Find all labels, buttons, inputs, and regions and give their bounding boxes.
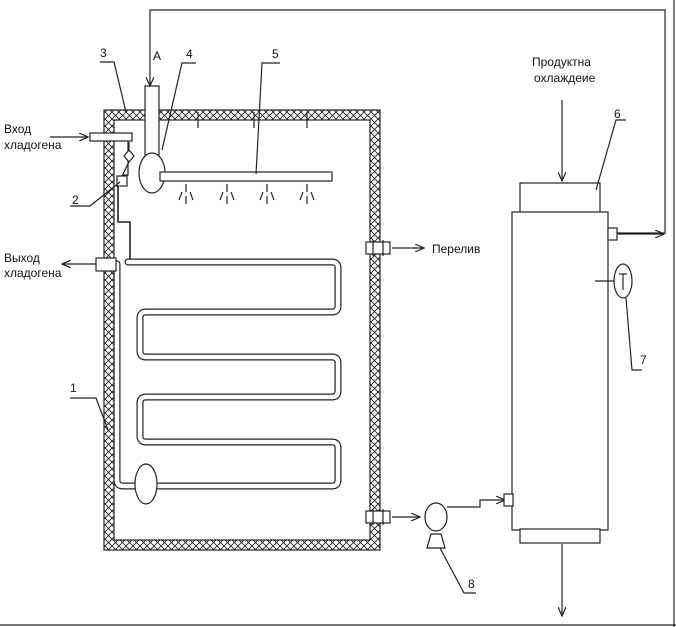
leader-lines	[70, 61, 642, 594]
callout-2: 2	[72, 193, 79, 207]
valve-to-coil-line	[117, 186, 131, 262]
overflow-nozzle	[365, 240, 391, 256]
callout-8: 8	[468, 577, 475, 591]
outlet-label: Выход хладогена	[4, 251, 62, 280]
product-label-line1: Продуктна	[532, 55, 591, 69]
spray-droplets	[178, 184, 315, 204]
inlet-label-line1: Вход	[4, 122, 31, 136]
evaporator-coil	[106, 258, 342, 490]
insulation-ticks	[197, 112, 308, 128]
callout-6: 6	[614, 107, 621, 121]
callout-1: 1	[70, 381, 77, 395]
point-a-label: А	[153, 49, 161, 63]
heat-exchanger	[503, 182, 618, 544]
callout-7: 7	[640, 353, 647, 367]
return-line	[150, 9, 666, 234]
pipe-a	[144, 85, 160, 161]
collector-ellipse	[134, 463, 158, 505]
callout-5: 5	[272, 47, 279, 61]
overflow-label: Перелив	[432, 242, 480, 256]
inlet-label-line2: хладогена	[4, 138, 62, 152]
outlet-label-line1: Выход	[4, 251, 40, 265]
product-label: Продуктна охлаждеие	[532, 55, 596, 85]
callout-4: 4	[186, 47, 193, 61]
spray-manifold	[159, 171, 333, 182]
pump	[424, 502, 448, 549]
bottom-outlet-nozzle	[365, 509, 391, 525]
product-label-line2: охлаждеие	[534, 71, 596, 85]
outlet-label-line2: хладогена	[4, 266, 62, 280]
outlet-nozzle	[95, 257, 117, 272]
expansion-valve	[116, 142, 135, 187]
callout-3: 3	[100, 46, 107, 60]
thermometer	[595, 263, 633, 299]
pump-to-exchanger-line	[447, 500, 505, 508]
inlet-label: Вход хладогена	[4, 122, 62, 152]
